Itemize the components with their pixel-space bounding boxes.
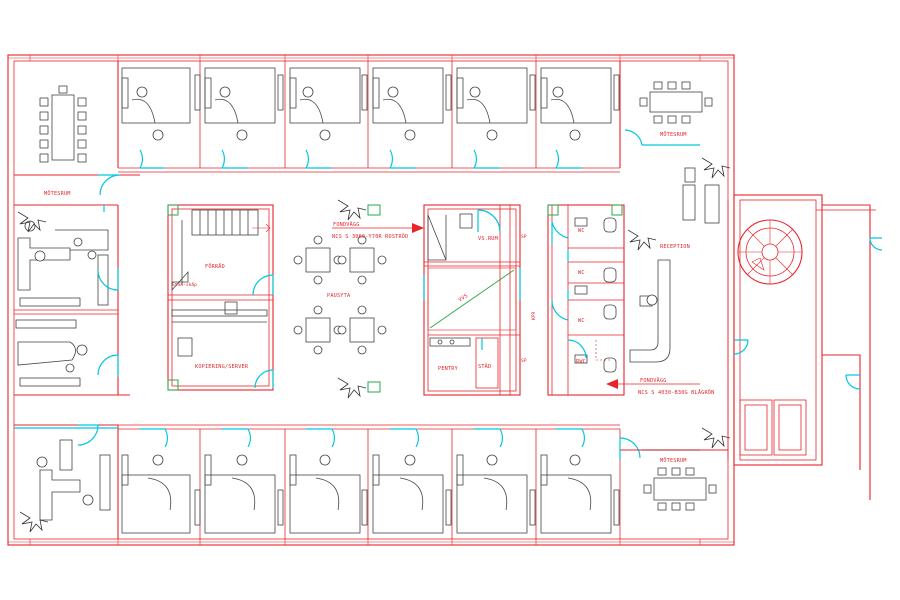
- label-copy-server: KOPIERING/SERVER: [195, 364, 249, 370]
- label-wc-2: WC: [578, 270, 585, 276]
- note-wall-bottom-title: FONDVÄGG: [640, 377, 667, 384]
- label-shaft-2: SP: [521, 358, 527, 364]
- feature-wall-note-bottom: FONDVÄGG NCS S 4030-B30G BLÅGRÖN: [606, 377, 714, 396]
- label-cleaning: STÄD: [478, 363, 491, 370]
- note-wall-top-color: NCS S 3060-Y70R ROSTRÖD: [332, 233, 408, 240]
- label-reception: RECEPTION: [660, 244, 690, 250]
- core-wc: WC WC WC RWC: [547, 204, 625, 396]
- label-cleaning-cabinet: Städ-skåp: [172, 281, 197, 288]
- meeting-room-ne: MÖTESRUM: [639, 81, 713, 138]
- label-shaft-3: KPR: [531, 311, 537, 320]
- top-offices: [14, 61, 700, 196]
- label-wc-3: WC: [578, 318, 585, 324]
- label-meeting-nw: MÖTESRUM: [44, 190, 71, 197]
- meeting-room-se: MÖTESRUM: [620, 427, 731, 511]
- outer-walls: [7, 54, 735, 546]
- core-utility: VS.RUM VVS PENTRY STÄD SP SP KPR: [423, 204, 537, 396]
- label-ventilation: VVS: [458, 293, 470, 304]
- break-area: PAUSYTA: [293, 199, 387, 399]
- east-annex: [733, 194, 883, 500]
- note-wall-bottom-color: NCS S 4030-B30G BLÅGRÖN: [638, 389, 714, 396]
- southwest-office: [14, 424, 119, 539]
- label-storage: FÖRRÅD: [205, 263, 225, 270]
- label-shaft-1: SP: [521, 234, 527, 240]
- label-meeting-se: MÖTESRUM: [660, 457, 687, 464]
- label-utility: VS.RUM: [478, 236, 498, 242]
- reception: RECEPTION: [627, 157, 731, 460]
- core-storage-copy: FÖRRÅD Städ-skåp KOPIERING/SERVER: [167, 204, 274, 391]
- label-wc-1: WC: [578, 228, 585, 234]
- bottom-offices: [118, 424, 700, 539]
- label-pantry: PENTRY: [438, 366, 459, 372]
- west-offices: [14, 204, 130, 396]
- label-meeting-ne: MÖTESRUM: [660, 131, 687, 138]
- meeting-room-nw: MÖTESRUM: [39, 85, 87, 197]
- label-accessible-wc: RWC: [576, 359, 586, 365]
- note-wall-top-title: FONDVÄGG: [333, 221, 360, 228]
- feature-wall-note-top: FONDVÄGG NCS S 3060-Y70R ROSTRÖD: [332, 221, 424, 240]
- label-break-area: PAUSYTA: [327, 293, 351, 299]
